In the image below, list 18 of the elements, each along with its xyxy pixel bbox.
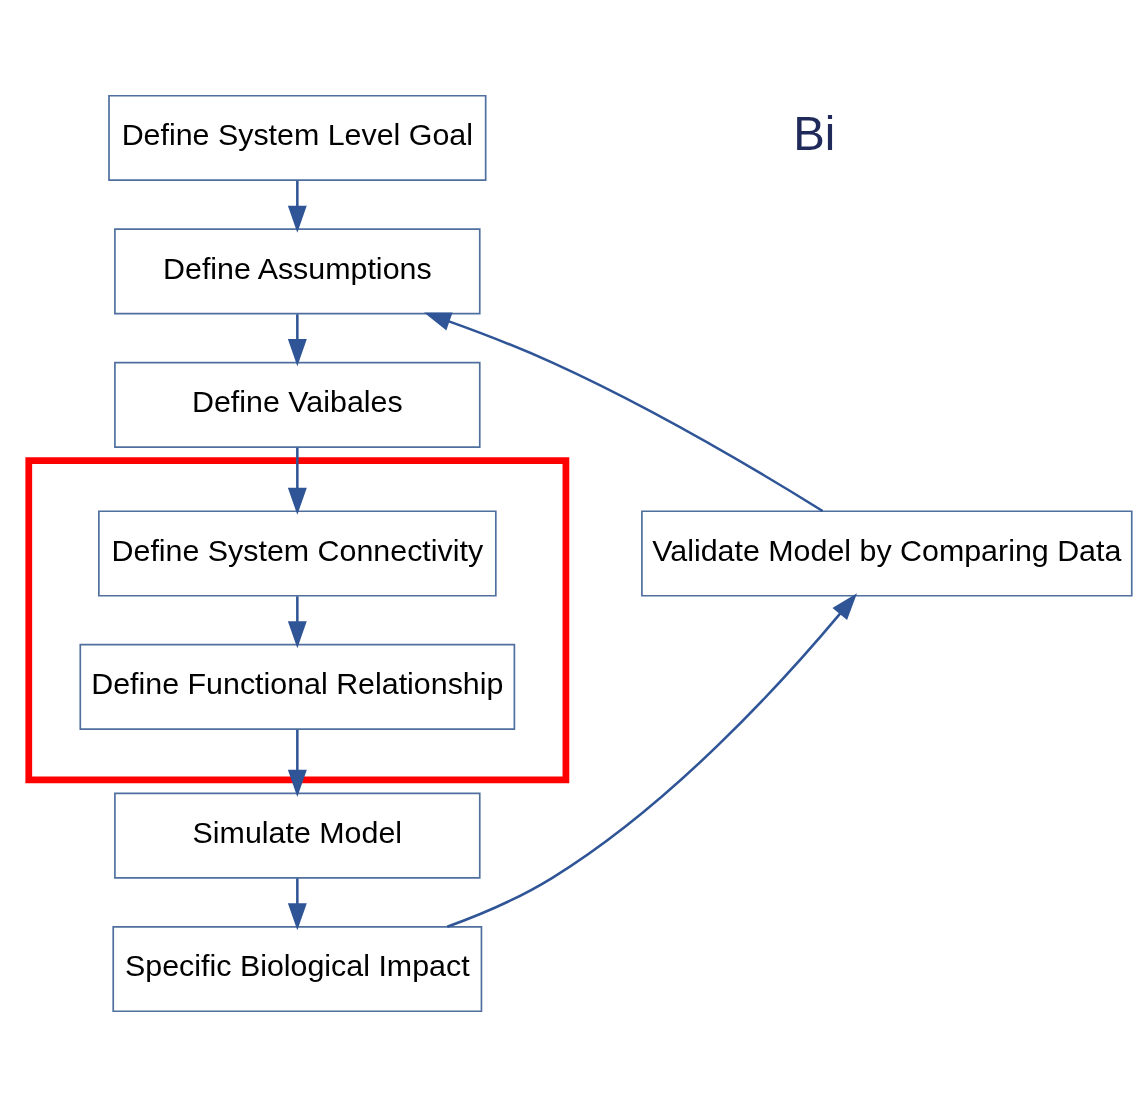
label: Bi bbox=[793, 106, 836, 160]
node-box: Define Vaibales bbox=[114, 361, 481, 448]
node-box: Define System Level Goal bbox=[108, 94, 487, 182]
arrow bbox=[446, 593, 858, 928]
arrow bbox=[423, 312, 824, 513]
arrow bbox=[287, 314, 307, 367]
arrow bbox=[287, 729, 307, 797]
arrow bbox=[287, 180, 307, 233]
node-box: Simulate Model bbox=[114, 792, 481, 879]
arrow bbox=[287, 447, 307, 515]
node-box: Define Functional Relationship bbox=[79, 643, 516, 730]
node-box: Validate Model by Comparing Data bbox=[641, 510, 1133, 597]
cluster bbox=[25, 457, 570, 784]
node-box: Specific Biological Impact bbox=[112, 925, 483, 1013]
node-box: Define Assumptions bbox=[114, 228, 481, 315]
arrow bbox=[287, 596, 307, 649]
arrow bbox=[287, 878, 307, 931]
node-box: Define System Connectivity bbox=[98, 510, 497, 597]
